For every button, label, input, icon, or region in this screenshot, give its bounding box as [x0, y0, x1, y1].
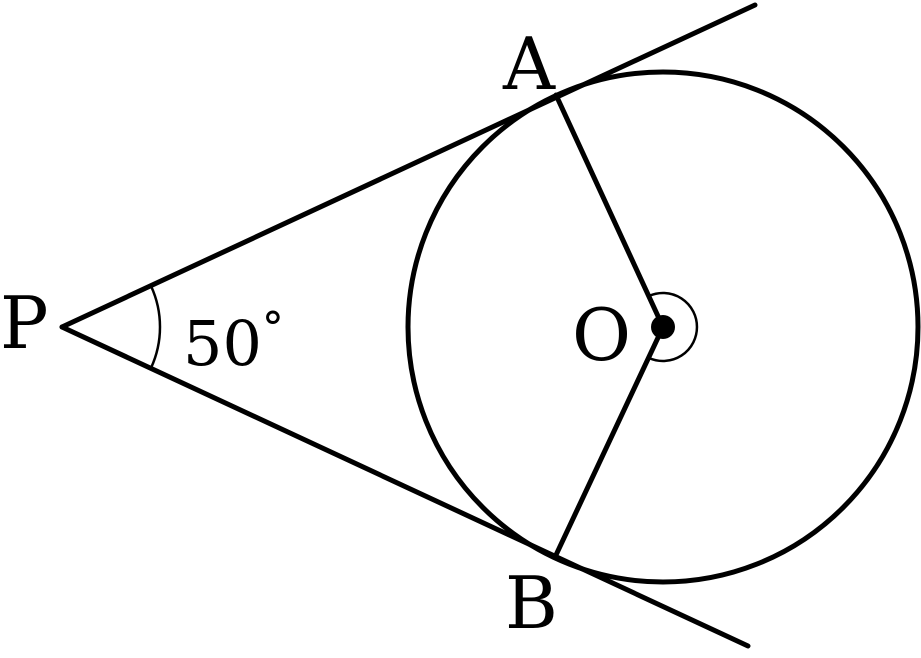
radius-ob	[553, 324, 666, 558]
angle-unit: °	[262, 303, 284, 354]
label-p: P	[0, 281, 48, 365]
label-b: B	[505, 561, 558, 645]
circle-o	[405, 69, 921, 585]
angle-label: 50°	[183, 303, 284, 380]
tangent-line-pa	[59, 2, 758, 330]
radius-oa	[553, 92, 666, 330]
center-point-o	[651, 315, 675, 339]
label-a: A	[502, 22, 556, 106]
label-o: O	[572, 293, 631, 377]
tangent-line-pb	[59, 324, 751, 649]
reflex-angle-arc-o	[648, 291, 699, 363]
angle-arc-p	[149, 285, 162, 369]
angle-value: 50	[183, 307, 262, 380]
